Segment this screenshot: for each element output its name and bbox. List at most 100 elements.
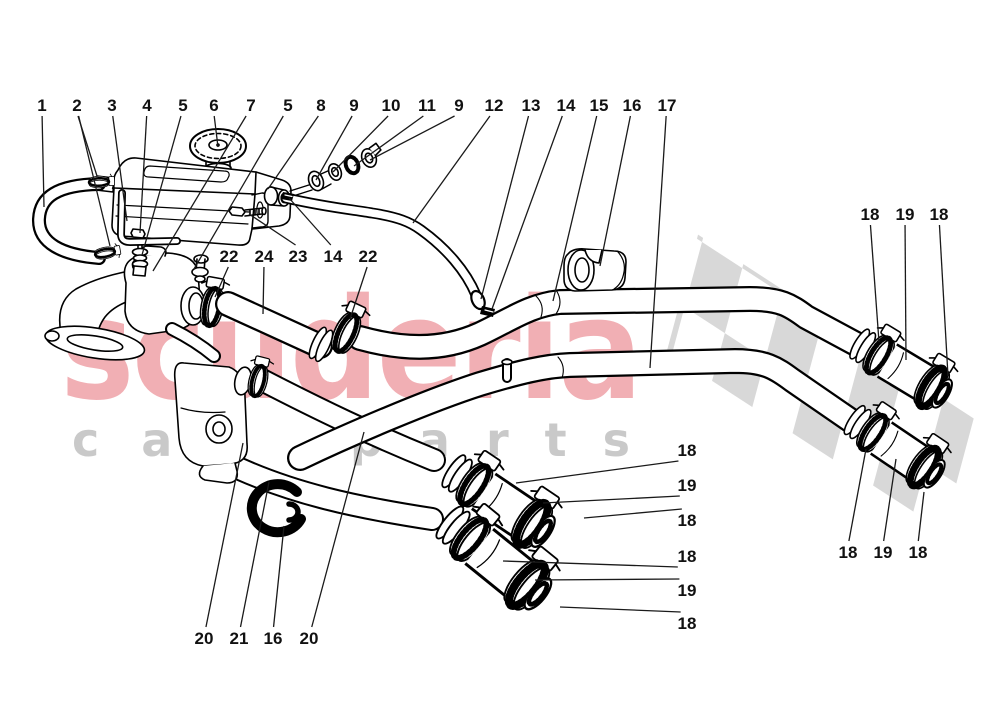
- leader-line: [353, 115, 424, 167]
- leader-line: [152, 115, 247, 272]
- callout-label: 5: [283, 96, 292, 115]
- connecting-pipe-24: [195, 276, 372, 365]
- callout-label: 10: [382, 96, 401, 115]
- callout-label: 11: [418, 96, 436, 115]
- callout-label: 18: [678, 511, 697, 530]
- callout-label: 18: [839, 543, 858, 562]
- leader-line: [649, 115, 667, 369]
- callout-label: 19: [874, 543, 893, 562]
- leader-line: [112, 115, 128, 222]
- leader-line: [332, 115, 389, 173]
- callout-label: 20: [195, 629, 214, 648]
- leader-line: [139, 115, 148, 234]
- leader-line: [491, 115, 563, 310]
- leader-line: [917, 491, 925, 542]
- leader-line: [315, 115, 353, 181]
- leader-line: [883, 458, 897, 542]
- leader-line: [205, 442, 244, 628]
- callout-label: 18: [930, 205, 949, 224]
- wire-clamp-icon: [480, 306, 495, 317]
- leader-line: [311, 431, 365, 628]
- hose-clamp-icon: [92, 241, 123, 263]
- water-pipe-17: [287, 348, 863, 471]
- hose-1: [32, 172, 123, 265]
- leader-line: [214, 266, 229, 298]
- callout-label: 3: [107, 96, 116, 115]
- union-bolt-23: [228, 206, 246, 217]
- callout-label: 14: [324, 247, 343, 266]
- callout-label: 22: [359, 247, 378, 266]
- callout-label: 21: [230, 629, 249, 648]
- callout-label: 2: [72, 96, 81, 115]
- callout-label: 16: [623, 96, 642, 115]
- callout-label: 18: [909, 543, 928, 562]
- leader-line: [515, 460, 679, 484]
- leader-line: [41, 115, 45, 208]
- callout-label: 15: [590, 96, 609, 115]
- callout-label: 22: [220, 247, 239, 266]
- leader-lines: [41, 115, 949, 628]
- leader-line: [559, 606, 681, 613]
- callout-label: 18: [678, 614, 697, 633]
- rubber-pipe-mount-16: [563, 248, 627, 292]
- leader-line: [938, 224, 949, 377]
- callout-label: 19: [896, 205, 915, 224]
- leader-line: [239, 481, 270, 628]
- callout-label: 16: [264, 629, 283, 648]
- water-pump-thermostat: [44, 245, 277, 484]
- callout-label: 8: [316, 96, 325, 115]
- leader-line: [542, 495, 680, 504]
- callout-label: 14: [557, 96, 576, 115]
- leader-line: [193, 115, 284, 270]
- callout-label: 18: [861, 205, 880, 224]
- leader-line: [369, 115, 455, 161]
- callout-label: 6: [209, 96, 218, 115]
- leader-line: [534, 578, 680, 581]
- callout-label: 9: [454, 96, 463, 115]
- water-pipe-15: [347, 286, 871, 360]
- line-art: [32, 128, 965, 619]
- expansion-tank: [95, 128, 292, 283]
- leader-line: [267, 115, 319, 190]
- leader-line: [78, 115, 111, 247]
- leader-line: [583, 508, 682, 519]
- callout-label: 12: [485, 96, 504, 115]
- callout-label: 20: [300, 629, 319, 648]
- leader-line: [262, 266, 265, 315]
- leader-line: [552, 115, 598, 302]
- callout-label: 24: [255, 247, 274, 266]
- leader-line: [248, 213, 296, 246]
- leader-line: [349, 266, 368, 320]
- callout-label: 13: [522, 96, 541, 115]
- callout-label: 5: [178, 96, 187, 115]
- leader-line: [141, 115, 182, 256]
- callout-label: 18: [678, 441, 697, 460]
- callout-label: 9: [349, 96, 358, 115]
- leader-line: [412, 115, 491, 224]
- callout-label: 7: [246, 96, 255, 115]
- watermark-word-car: car: [72, 413, 279, 467]
- bleed-fittings-row: [289, 142, 382, 198]
- pipe-bleed-nipple: [501, 358, 513, 383]
- callout-label: 17: [658, 96, 677, 115]
- callout-label: 19: [678, 476, 697, 495]
- bleed-hose-12: [280, 192, 495, 317]
- leader-line: [869, 224, 880, 343]
- callout-label: 19: [678, 581, 697, 600]
- leader-line: [904, 224, 907, 361]
- leader-line: [848, 448, 867, 542]
- wire-clamp-icon: [281, 192, 294, 201]
- callout-label: 23: [289, 247, 308, 266]
- callout-label: 4: [142, 96, 152, 115]
- bolt-4: [130, 228, 146, 239]
- callout-label: 1: [37, 96, 46, 115]
- leader-line: [502, 560, 678, 568]
- callout-label: 18: [678, 547, 697, 566]
- leader-line: [480, 115, 530, 300]
- leader-line: [213, 115, 219, 148]
- water-pipe-lower-left: [213, 368, 446, 531]
- leader-line: [288, 197, 332, 246]
